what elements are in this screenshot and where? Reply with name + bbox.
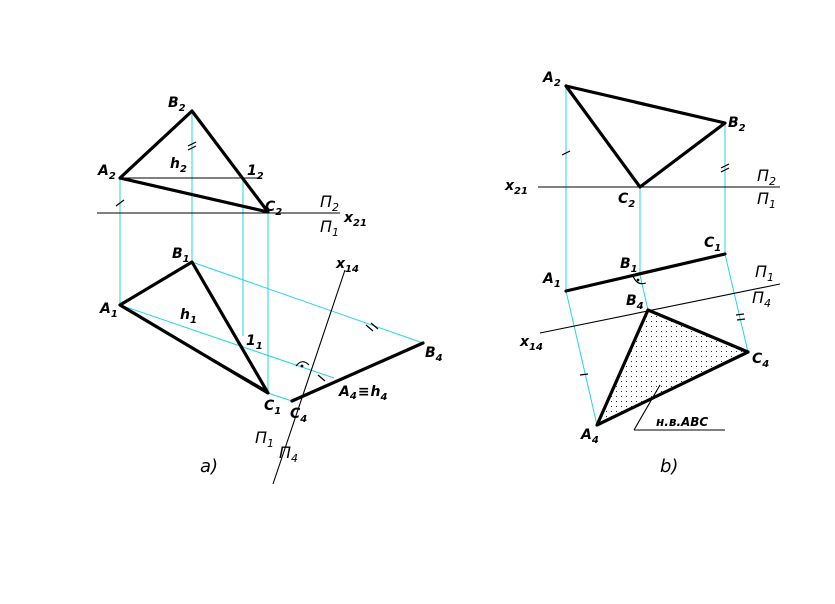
true-size-triangle-fill bbox=[597, 310, 748, 425]
label-b1: B1 bbox=[620, 256, 638, 275]
label-plane-pi4: П4 bbox=[279, 443, 298, 465]
label-b4: B4 bbox=[425, 345, 443, 364]
link-a1-a4 bbox=[119, 304, 335, 379]
figure-b: A2 B2 C2 x21 П2 П1 C1 B1 A1 П1 П4 B4 x14… bbox=[504, 70, 781, 477]
label-b2: B2 bbox=[168, 95, 186, 114]
right-angle-marker bbox=[632, 275, 647, 285]
right-angle-marker bbox=[295, 361, 310, 367]
link-c1-c4 bbox=[267, 392, 293, 402]
label-a2: A2 bbox=[97, 163, 116, 182]
note-leader-line bbox=[633, 384, 661, 431]
label-a1: A1 bbox=[99, 301, 118, 320]
label-c4: C4 bbox=[752, 351, 769, 370]
tick-mark bbox=[720, 163, 730, 169]
axis-x14-b bbox=[539, 283, 781, 334]
label-a4-coincides-h4: A4≡h4 bbox=[338, 384, 388, 403]
caption-b: b) bbox=[660, 456, 678, 477]
link-b1-b4 bbox=[639, 274, 649, 311]
triangle-top-edge-view bbox=[564, 252, 727, 293]
label-point-12: 12 bbox=[247, 163, 264, 182]
tick-mark bbox=[365, 324, 374, 332]
right-angle-dot bbox=[636, 278, 640, 282]
link-b1-b4 bbox=[191, 261, 424, 344]
label-c2: C2 bbox=[265, 199, 282, 218]
label-plane-pi1-b: П1 bbox=[255, 428, 274, 450]
label-a1: A1 bbox=[542, 271, 561, 290]
tick-mark bbox=[561, 150, 571, 156]
note-true-size: н.в.ABC bbox=[656, 415, 708, 429]
tick-mark bbox=[317, 374, 326, 382]
label-c4: C4 bbox=[290, 406, 307, 425]
link-c1-c4 bbox=[724, 253, 749, 353]
label-b4: B4 bbox=[626, 293, 644, 312]
label-c1: C1 bbox=[704, 235, 721, 254]
triangle-top-projection bbox=[118, 260, 270, 395]
tick-mark bbox=[187, 141, 197, 147]
label-axis-x21: x21 bbox=[343, 210, 367, 229]
label-a4: A4 bbox=[580, 427, 599, 446]
tick-mark bbox=[579, 373, 589, 376]
tick-mark bbox=[720, 167, 730, 173]
tick-mark bbox=[735, 313, 745, 316]
link-a1-a4 bbox=[565, 290, 598, 426]
label-axis-x14: x14 bbox=[335, 256, 359, 275]
caption-a: а) bbox=[200, 456, 218, 477]
tick-mark bbox=[736, 318, 746, 321]
label-axis-x21: x21 bbox=[504, 178, 528, 197]
label-a2: A2 bbox=[542, 70, 561, 89]
tick-mark bbox=[370, 322, 379, 330]
triangle-edge-view-c4-b4 bbox=[290, 341, 425, 403]
label-c1: C1 bbox=[264, 398, 281, 417]
triangle-front-projection bbox=[118, 109, 270, 214]
figure-b-projection-lines bbox=[565, 86, 749, 426]
label-h1: h1 bbox=[180, 307, 197, 326]
label-plane-pi1: П1 bbox=[320, 217, 339, 239]
figure-a-projection-lines bbox=[119, 111, 424, 402]
label-axis-x14: x14 bbox=[519, 334, 543, 353]
label-plane-pi2: П2 bbox=[757, 166, 776, 188]
tick-mark bbox=[187, 145, 197, 151]
right-angle-dot bbox=[300, 364, 304, 368]
label-plane-pi2: П2 bbox=[320, 192, 339, 214]
label-point-11: 11 bbox=[246, 333, 263, 352]
label-h2: h2 bbox=[170, 156, 187, 175]
label-b1: B1 bbox=[172, 246, 190, 265]
label-plane-pi4: П4 bbox=[752, 288, 771, 310]
label-plane-pi1-b: П1 bbox=[755, 262, 774, 284]
axis-x14-a bbox=[272, 269, 346, 485]
tick-mark bbox=[115, 199, 125, 207]
label-c2: C2 bbox=[618, 191, 635, 210]
label-plane-pi1: П1 bbox=[757, 189, 776, 211]
label-b2: B2 bbox=[728, 115, 746, 134]
true-size-triangle-outline bbox=[595, 308, 750, 427]
figure-a: B2 A2 h2 12 C2 П2 П1 x21 B1 x14 A1 h1 11… bbox=[97, 95, 443, 485]
triangle-front-projection bbox=[564, 84, 727, 189]
